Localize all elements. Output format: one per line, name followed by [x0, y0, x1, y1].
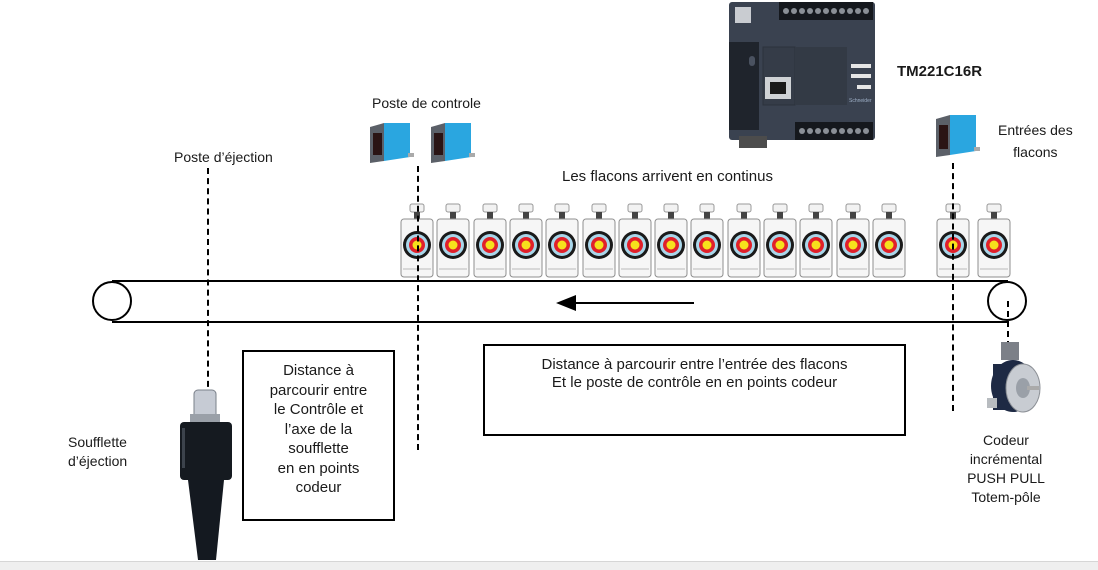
photoelectric-sensor-icon	[936, 115, 980, 157]
bottle-target-icon	[509, 203, 543, 278]
soufflette-label: Soufflette d’éjection	[68, 434, 128, 469]
bottle-main-12	[799, 203, 833, 278]
plc-controller: Schneider	[729, 2, 879, 150]
bottle-main-10	[727, 203, 761, 278]
bottle-target-icon	[436, 203, 470, 278]
plc-model-label: TM221C16R	[897, 63, 983, 80]
bottle-main-14	[872, 203, 906, 278]
control-axis-line	[417, 166, 419, 450]
bottle-main-3	[473, 203, 507, 278]
soufflette-icon	[180, 389, 232, 560]
photoelectric-sensor-icon	[370, 123, 414, 163]
svg-text:Schneider: Schneider	[849, 98, 872, 104]
bottle-main-7	[618, 203, 652, 278]
control-sensor-2	[431, 123, 475, 163]
bottle-main-5	[545, 203, 579, 278]
bottle-target-icon	[582, 203, 616, 278]
bottle-main-9	[690, 203, 724, 278]
distance-entree-controle-text: Distance à parcourir entre l’entrée des …	[541, 356, 848, 391]
bottle-main-13	[836, 203, 870, 278]
poste-ejection-label: Poste d’éjection	[174, 149, 273, 165]
bottle-target-icon	[473, 203, 507, 278]
bottle-main-11	[763, 203, 797, 278]
bottle-target-icon	[690, 203, 724, 278]
entrees-flacons-label: Entrées des flacons	[998, 122, 1073, 160]
bottle-main-6	[582, 203, 616, 278]
photoelectric-sensor-icon	[431, 123, 475, 163]
flacons-continus-label: Les flacons arrivent en continus	[562, 168, 773, 185]
entry-axis-line	[952, 163, 954, 411]
encoder-axis-line	[1007, 301, 1009, 347]
bottle-target-icon	[400, 203, 434, 278]
bottle-main-8	[654, 203, 688, 278]
conveyor-roller-left	[92, 281, 132, 321]
distance-controle-soufflette-box: Distance à parcourir entre le Contrôle e…	[242, 350, 395, 521]
control-sensor-1	[370, 123, 414, 163]
arrow-left-icon	[556, 295, 694, 311]
bottle-target-icon	[836, 203, 870, 278]
bottle-main-2	[436, 203, 470, 278]
bottle-main-1	[400, 203, 434, 278]
codeur-label: Codeur incrémental PUSH PULL Totem-pôle	[967, 432, 1045, 505]
bottle-target-icon	[545, 203, 579, 278]
bottle-target-icon	[654, 203, 688, 278]
entry-sensor	[936, 115, 980, 157]
distance-entree-controle-box: Distance à parcourir entre l’entrée des …	[483, 344, 906, 436]
bottle-entry-2	[977, 203, 1011, 278]
encoder-icon	[987, 342, 1041, 413]
distance-controle-soufflette-text: Distance à parcourir entre le Contrôle e…	[269, 362, 368, 496]
poste-controle-label: Poste de controle	[372, 95, 481, 111]
ejection-axis-line	[207, 168, 209, 468]
bottle-target-icon	[618, 203, 652, 278]
bottle-target-icon	[727, 203, 761, 278]
bottle-target-icon	[799, 203, 833, 278]
bottom-scroll-area	[0, 561, 1098, 570]
plc-controller-icon: Schneider	[729, 2, 875, 148]
bottle-target-icon	[763, 203, 797, 278]
bottle-target-icon	[977, 203, 1011, 278]
bottle-main-4	[509, 203, 543, 278]
bottle-target-icon	[872, 203, 906, 278]
